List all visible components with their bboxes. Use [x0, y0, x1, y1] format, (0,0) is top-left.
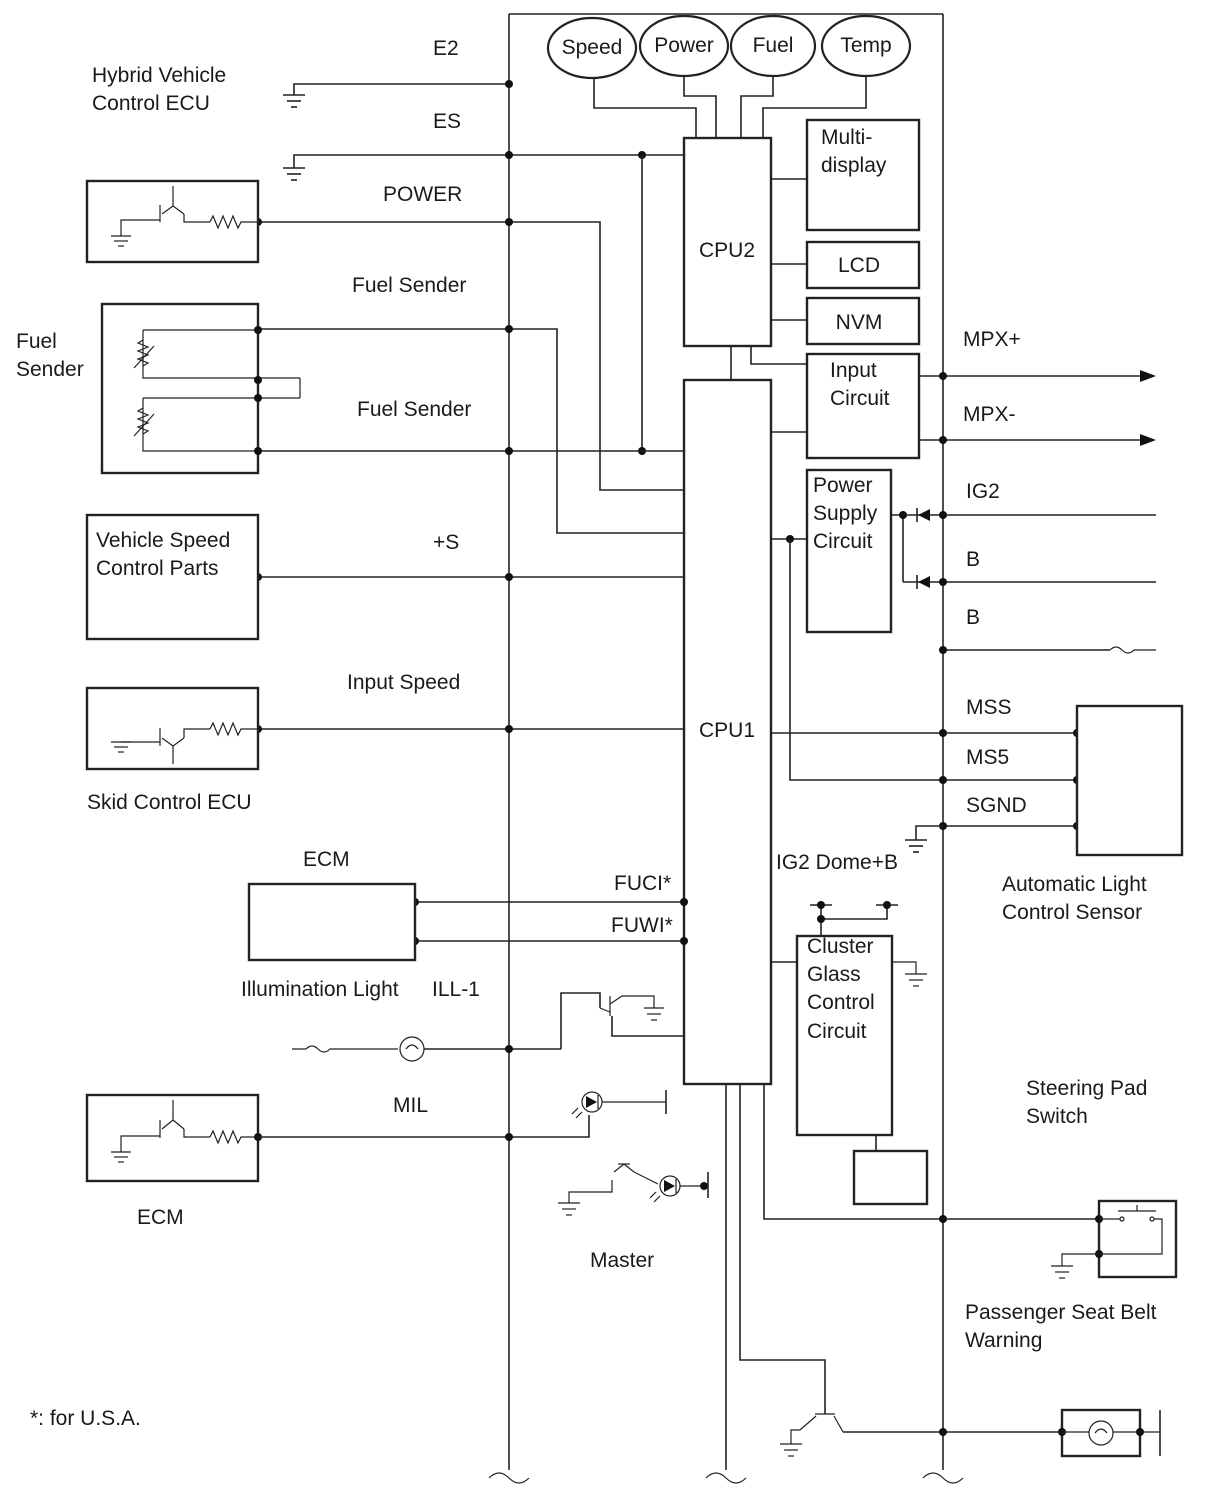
- auto-light-label-1: Automatic Light: [1002, 873, 1147, 896]
- cpu2-label: CPU2: [699, 239, 755, 262]
- steering-pad-switch: Steering Pad Switch: [763, 1077, 1178, 1279]
- passenger-seat-belt-warning: Passenger Seat Belt Warning: [739, 1085, 1161, 1458]
- skid-control-ecu-label: Skid Control ECU: [87, 791, 252, 814]
- speed-gauge: [546, 16, 638, 80]
- ecm-bottom: ECM: [85, 1093, 262, 1229]
- hybrid-vehicle-control-ecu: Hybrid Vehicle Control ECU E2 ES POWER: [92, 37, 462, 206]
- seat-belt-label-1: Passenger Seat Belt: [965, 1301, 1157, 1324]
- gauges: Speed Power Fuel Temp: [546, 14, 912, 138]
- input-circuit-label-2: Circuit: [830, 387, 890, 410]
- cluster-label-4: Circuit: [807, 1020, 867, 1043]
- multi-display-label-1: Multi-: [821, 126, 872, 149]
- illumination-light-label: Illumination Light: [241, 978, 399, 1001]
- gauge-label-power: Power: [654, 34, 714, 57]
- mss-label: MSS: [966, 696, 1012, 719]
- b1-label: B: [966, 548, 980, 571]
- mil-indicator: MIL: [258, 1090, 667, 1141]
- multi-display-label-2: display: [821, 154, 887, 177]
- cluster-label-3: Control: [807, 991, 875, 1014]
- nvm-block: NVM: [805, 296, 921, 346]
- plus-s-label: +S: [433, 531, 459, 554]
- cpu2-peripheral-links: [771, 178, 807, 321]
- input-circuit-label-1: Input: [830, 359, 877, 382]
- ecm-top: ECM FUCI* FUWI*: [247, 848, 673, 962]
- master-label: Master: [590, 1249, 654, 1272]
- cpu1-block: CPU1: [682, 346, 773, 1086]
- ig2-dome-b-label: IG2 Dome+B: [776, 851, 898, 874]
- master-indicator: Master: [558, 1163, 709, 1272]
- vehicle-speed-label-1: Vehicle Speed: [96, 529, 230, 552]
- cluster-glass-control-circuit: IG2 Dome+B Cluster Glass Control Circuit: [771, 851, 929, 1206]
- mpx-minus-label: MPX-: [963, 403, 1016, 426]
- fuel-sender-unit: Fuel Sender Fuel Sender Fuel Sender: [16, 274, 471, 475]
- vehicle-speed-control-parts: Vehicle Speed Control Parts +S: [85, 513, 459, 641]
- multi-display-block: Multi- display: [805, 118, 921, 232]
- power-supply-circuit-block: Power Supply Circuit IG2 B B: [771, 468, 1156, 781]
- fuel-sender-label-1: Fuel: [16, 330, 57, 353]
- steering-pad-label-1: Steering Pad: [1026, 1077, 1147, 1100]
- input-circuit-block: Input Circuit MPX+ MPX-: [750, 328, 1156, 460]
- ecm-top-label: ECM: [303, 848, 350, 871]
- nvm-label: NVM: [836, 311, 883, 334]
- harness-lines: [254, 80, 1081, 945]
- ecm-bottom-label: ECM: [137, 1206, 184, 1229]
- fuel-sender-label-2: Sender: [16, 358, 84, 381]
- skid-control-ecu: Skid Control ECU Input Speed: [85, 671, 460, 814]
- automatic-light-control-sensor: Automatic Light Control Sensor MSS MS5 S…: [966, 696, 1184, 924]
- lcd-block: LCD: [805, 240, 921, 290]
- mpx-plus-label: MPX+: [963, 328, 1021, 351]
- ill-1-label: ILL-1: [432, 978, 480, 1001]
- hybrid-ecu-label-1: Hybrid Vehicle: [92, 64, 226, 87]
- es-label: ES: [433, 110, 461, 133]
- power-supply-label-3: Circuit: [813, 530, 873, 553]
- meter-housing: [488, 13, 964, 1484]
- mil-label: MIL: [393, 1094, 428, 1117]
- gauge-label-temp: Temp: [840, 34, 891, 57]
- fuci-label: FUCI*: [614, 872, 671, 895]
- power-label: POWER: [383, 183, 462, 206]
- cpu2-block: CPU2: [682, 136, 773, 348]
- power-supply-label-2: Supply: [813, 502, 878, 525]
- gauge-label-fuel: Fuel: [753, 34, 794, 57]
- lcd-label: LCD: [838, 254, 880, 277]
- illumination-light-circuit: Illumination Light ILL-1: [241, 978, 684, 1062]
- power-output-transistor-box: [85, 179, 260, 264]
- fuel-sender-signal-1: Fuel Sender: [352, 274, 466, 297]
- b2-label: B: [966, 606, 980, 629]
- vehicle-speed-label-2: Control Parts: [96, 557, 219, 580]
- cluster-label-2: Glass: [807, 963, 861, 986]
- fuel-sender-signal-2: Fuel Sender: [357, 398, 471, 421]
- ig2-label: IG2: [966, 480, 1000, 503]
- auto-light-label-2: Control Sensor: [1002, 901, 1142, 924]
- sgnd-label: SGND: [966, 794, 1027, 817]
- cpu1-label: CPU1: [699, 719, 755, 742]
- steering-pad-label-2: Switch: [1026, 1105, 1088, 1128]
- footnote: *: for U.S.A.: [30, 1407, 141, 1430]
- fuwi-label: FUWI*: [611, 914, 673, 937]
- hybrid-ecu-label-2: Control ECU: [92, 92, 210, 115]
- cluster-label-1: Cluster: [807, 935, 874, 958]
- ms5-label: MS5: [966, 746, 1009, 769]
- power-supply-label-1: Power: [813, 474, 873, 497]
- seat-belt-label-2: Warning: [965, 1329, 1042, 1352]
- input-speed-label: Input Speed: [347, 671, 460, 694]
- gauge-label-speed: Speed: [562, 36, 623, 59]
- e2-label: E2: [433, 37, 459, 60]
